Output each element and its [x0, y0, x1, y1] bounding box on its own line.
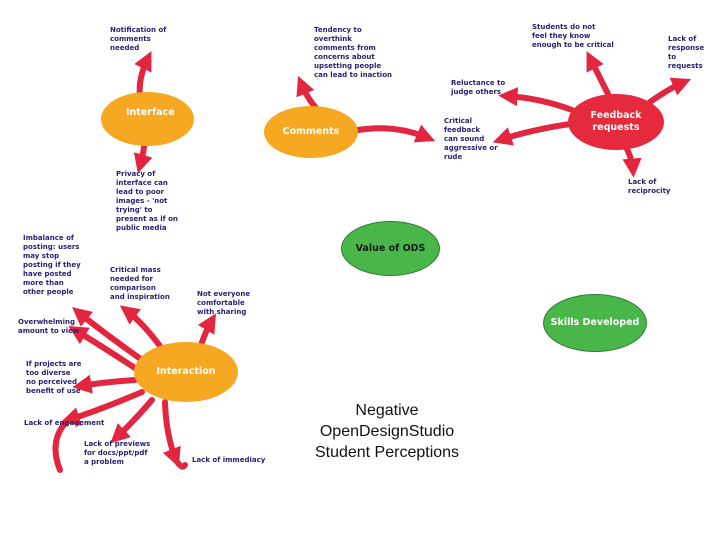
arrow-to-imbalance: [72, 307, 145, 363]
arrow-to-lack-engagement: [60, 389, 145, 426]
arrow-curve-immediacy: [173, 457, 188, 470]
label-imbalance: Imbalance of posting: users may stop pos…: [23, 234, 81, 296]
arrow-to-critical-mass: [119, 305, 163, 349]
node-value-of-ods: Value of ODS: [341, 221, 440, 276]
arrow-to-too-diverse: [72, 374, 138, 394]
label-lack-response: Lack of response to requests: [668, 35, 705, 70]
label-not-everyone: Not everyone comfortable with sharing: [197, 290, 251, 316]
arrow-to-lack-immediacy: [162, 399, 181, 468]
node-skills-developed: Skills Developed: [543, 294, 647, 352]
node-interface: Interface: [101, 92, 194, 146]
label-lack-previews: Lack of previews for docs/ppt/pdf a prob…: [84, 440, 151, 466]
arrow-to-overwhelming: [68, 326, 141, 373]
arrow-to-critical-feedback-2: [492, 121, 573, 146]
diagram-title: Negative OpenDesignStudio Student Percep…: [314, 402, 460, 461]
arrow-to-notification: [134, 51, 152, 99]
label-privacy: Privacy of interface can lead to poor im…: [116, 170, 178, 232]
arrow-to-lack-previews: [110, 397, 155, 444]
label-critical-feedback: Critical feedback can sound aggressive o…: [444, 117, 498, 161]
label-students-know: Students do not feel they know enough to…: [532, 23, 614, 49]
label-reluctance: Reluctance to judge others: [451, 79, 506, 96]
label-lack-immediacy: Lack of immediacy: [192, 456, 266, 464]
node-interaction: Interaction: [134, 342, 238, 402]
node-feedback-requests: Feedback requests: [568, 94, 664, 150]
arrow-to-students-know: [586, 51, 613, 101]
label-overthink: Tendency to overthink comments from conc…: [314, 26, 392, 79]
label-lack-reciprocity: Lack of reciprocity: [628, 178, 671, 195]
label-overwhelming: Overwhelming amount to view: [18, 318, 80, 335]
node-comments: Comments: [264, 106, 358, 158]
label-lack-engagement: Lack of engagement: [24, 419, 105, 427]
arrow-curve-engagement: [52, 417, 71, 473]
label-notification: Notification of comments needed: [110, 26, 167, 52]
label-critical-mass: Critical mass needed for comparison and …: [110, 266, 170, 301]
arrow-to-lack-response: [647, 77, 692, 105]
arrow-to-critical-feedback: [355, 124, 436, 143]
arrow-to-reluctance: [498, 87, 575, 113]
label-too-diverse: If projects are too diverse no perceived…: [26, 360, 82, 395]
